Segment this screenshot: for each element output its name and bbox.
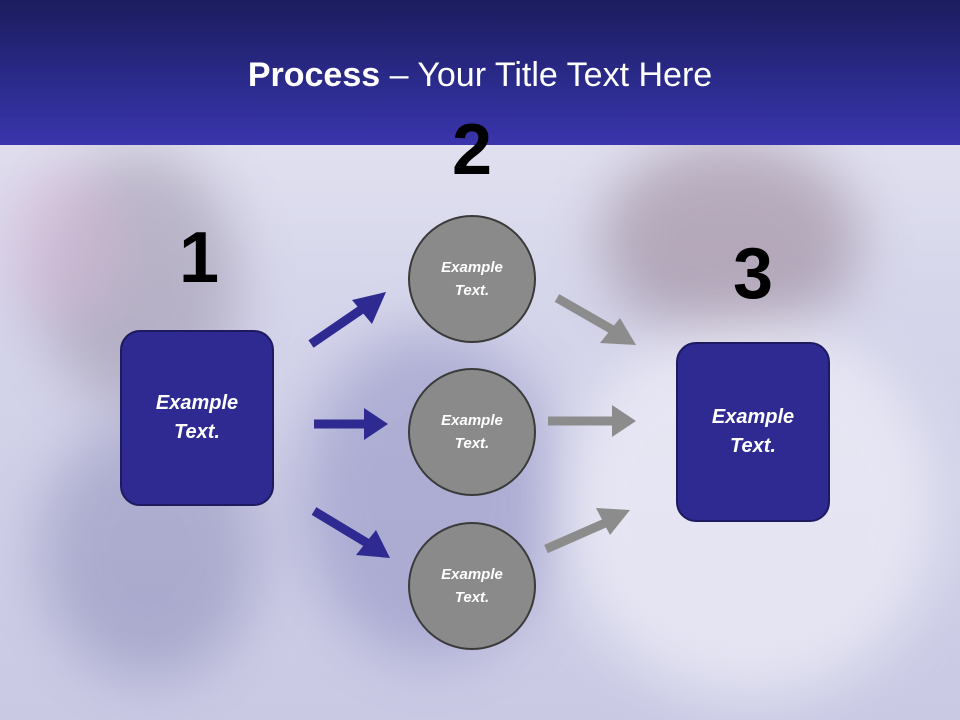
title-bold: Process [247,56,381,94]
step-3-box: Example Text. [676,342,830,522]
step-number-3: 3 [732,234,774,314]
title-rest: – Your Title Text Here [380,56,713,94]
step-3-label: Example Text. [711,406,795,457]
arrow-step1-to-middle [314,408,388,440]
arrow-step1-to-top [308,292,386,348]
slide-title: Process – Your Title Text Here [0,52,960,98]
arrow-bottom-to-step3 [544,508,630,554]
title-bar: Process – Your Title Text Here [0,0,960,145]
step-1-label: Example Text. [155,392,239,443]
circle-bottom-label: Example Text. [441,566,503,606]
arrow-top-to-step3 [554,294,636,345]
circle-top-label: Example Text. [441,259,503,299]
arrow-middle-to-step3 [548,405,636,437]
circle-middle: Example Text. [408,368,536,496]
circle-middle-label: Example Text. [441,412,503,452]
circle-top: Example Text. [408,215,536,343]
circle-bottom: Example Text. [408,522,536,650]
step-number-1: 1 [178,218,220,298]
step-number-2: 2 [451,110,493,190]
arrow-step1-to-bottom [311,507,390,558]
step-1-box: Example Text. [120,330,274,506]
